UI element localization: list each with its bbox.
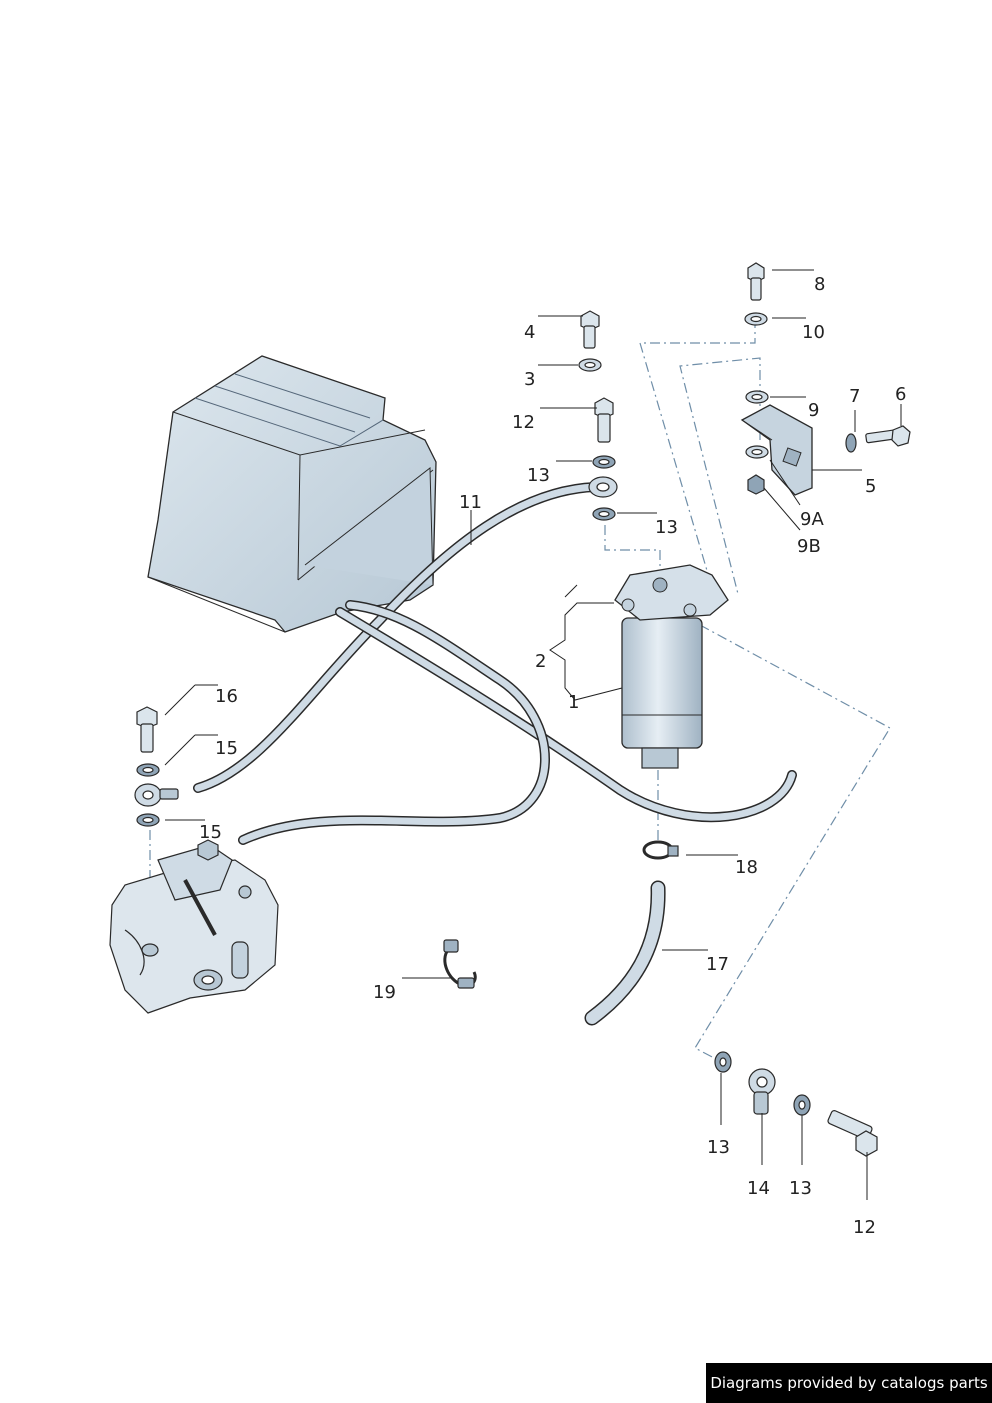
label-12-upper: 12 bbox=[512, 412, 535, 433]
label-16: 16 bbox=[215, 686, 238, 707]
label-8: 8 bbox=[814, 274, 825, 295]
label-13-filter: 13 bbox=[655, 517, 678, 538]
label-10: 10 bbox=[802, 322, 825, 343]
fittings-and-clamps bbox=[134, 476, 776, 1115]
label-17: 17 bbox=[706, 954, 729, 975]
label-13-lower-left: 13 bbox=[707, 1137, 730, 1158]
label-15-upper: 15 bbox=[215, 738, 238, 759]
injection-pump bbox=[109, 839, 279, 1014]
credit-text: Diagrams provided by catalogs parts bbox=[710, 1374, 988, 1392]
label-4: 4 bbox=[524, 322, 535, 343]
label-14: 14 bbox=[747, 1178, 770, 1199]
label-9a: 9A bbox=[800, 509, 824, 530]
part-labels: 8 10 4 3 12 13 13 9 7 6 5 9A 9B 11 2 1 1… bbox=[199, 274, 906, 1238]
label-7: 7 bbox=[849, 386, 860, 407]
label-9b: 9B bbox=[797, 536, 821, 557]
label-6: 6 bbox=[895, 384, 906, 405]
label-13-lower-right: 13 bbox=[789, 1178, 812, 1199]
label-12-lower: 12 bbox=[853, 1217, 876, 1238]
label-19: 19 bbox=[373, 982, 396, 1003]
label-18: 18 bbox=[735, 857, 758, 878]
bolts bbox=[136, 262, 911, 1157]
label-9: 9 bbox=[808, 400, 819, 421]
label-13-upper: 13 bbox=[527, 465, 550, 486]
mounting-bracket bbox=[740, 404, 813, 496]
label-11: 11 bbox=[459, 492, 482, 513]
fuel-hoses bbox=[193, 482, 797, 1026]
label-5: 5 bbox=[865, 476, 876, 497]
fuel-tank bbox=[147, 355, 437, 633]
label-3: 3 bbox=[524, 369, 535, 390]
label-2: 2 bbox=[535, 651, 546, 672]
fuel-filter bbox=[614, 564, 729, 769]
label-15-lower: 15 bbox=[199, 822, 222, 843]
washers bbox=[136, 312, 857, 1116]
leader-lines bbox=[164, 269, 902, 1200]
credit-banner: Diagrams provided by catalogs parts bbox=[706, 1363, 992, 1403]
label-1: 1 bbox=[568, 692, 579, 713]
